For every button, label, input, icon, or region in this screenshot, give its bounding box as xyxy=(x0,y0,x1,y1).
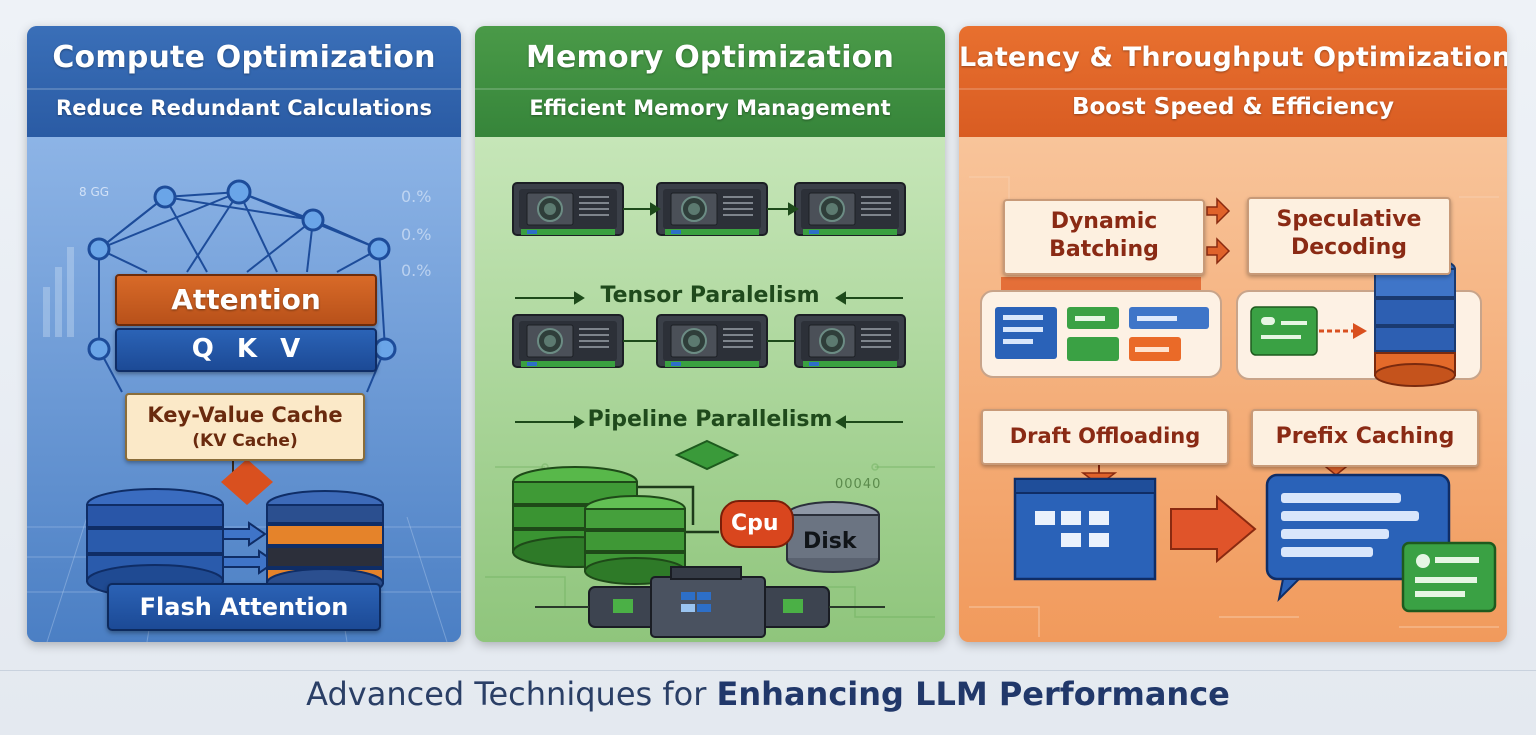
memory-panel-subtitle: Efficient Memory Management xyxy=(529,96,891,120)
latency-panel-title: Latency & Throughput Optimization xyxy=(959,42,1507,73)
qkv-label: Q K V xyxy=(191,334,301,364)
dynamic-batching-label-line2: Batching xyxy=(1049,237,1159,262)
bg-digits-label: 00040 xyxy=(835,477,882,492)
prefix-caching-label: Prefix Caching xyxy=(1275,424,1455,449)
server-device xyxy=(535,566,885,638)
dynamic-batching-label-line1: Dynamic xyxy=(1050,209,1158,234)
compute-optimization-panel: Compute Optimization Reduce Redundant Ca… xyxy=(27,26,461,642)
compute-panel-title: Compute Optimization xyxy=(52,40,436,75)
latency-optimization-panel: Latency & Throughput Optimization Boost … xyxy=(959,26,1507,642)
attention-label: Attention xyxy=(171,283,321,316)
footer-title-bold: Enhancing LLM Performance xyxy=(716,675,1230,713)
cpu-icon xyxy=(720,500,794,548)
prefix-caching-box: Prefix Caching xyxy=(1251,409,1479,467)
disk-label: Disk xyxy=(803,529,857,554)
offload-arrow xyxy=(1170,494,1257,564)
latency-panel-subtitle: Boost Speed & Efficiency xyxy=(1071,94,1395,120)
dynamic-batching-box: Dynamic Batching xyxy=(1003,199,1205,275)
tensor-parallelism-label: Tensor Paralelism xyxy=(600,283,820,308)
attention-box: Attention xyxy=(115,274,377,326)
draft-offloading-label: Draft Offloading xyxy=(1009,424,1201,448)
speculative-database xyxy=(1374,256,1456,387)
footer-title-plain: Advanced Techniques for xyxy=(306,675,717,713)
kv-cache-box: Key-Value Cache (KV Cache) xyxy=(125,393,365,461)
database-stack-left xyxy=(86,488,224,598)
gpu-row-tensor xyxy=(512,182,906,236)
arrow-connectors xyxy=(222,521,277,575)
speculative-decoding-label-line1: Speculative xyxy=(1276,207,1422,232)
speculative-decoding-label-line2: Decoding xyxy=(1290,235,1408,260)
memory-optimization-panel: Memory Optimization Efficient Memory Man… xyxy=(475,26,945,642)
cpu-label: Cpu xyxy=(731,511,779,536)
bg-percent-3: 0.% xyxy=(401,261,432,280)
kv-cache-label-line2: (KV Cache) xyxy=(192,431,298,451)
compute-panel-body: 8 GG 0.% 0.% 0.% Attention Q K V Key-Val… xyxy=(27,137,461,642)
speculative-token-block xyxy=(1250,306,1318,356)
batching-arrows xyxy=(1206,197,1231,265)
batch-blocks xyxy=(995,307,1209,361)
bg-percent-2: 0.% xyxy=(401,225,432,244)
speculative-decoding-box: Speculative Decoding xyxy=(1247,197,1451,275)
bg-label-8gg: 8 GG xyxy=(79,185,110,199)
gpu-row-pipeline xyxy=(512,314,906,368)
draft-server-box xyxy=(1013,477,1157,581)
bg-bar-decoration xyxy=(43,247,74,337)
flash-attention-label: Flash Attention xyxy=(139,593,349,621)
memory-panel-header: Memory Optimization Efficient Memory Man… xyxy=(475,26,945,137)
chat-bubble-icon xyxy=(1265,473,1497,613)
pipeline-parallelism-label: Pipeline Parallelism xyxy=(587,407,833,432)
disk-icon xyxy=(786,501,880,573)
kv-cache-label-line1: Key-Value Cache xyxy=(147,403,343,427)
memory-panel-title: Memory Optimization xyxy=(525,40,895,75)
compute-panel-header: Compute Optimization Reduce Redundant Ca… xyxy=(27,26,461,137)
bg-percent-1: 0.% xyxy=(401,187,432,206)
flash-attention-box: Flash Attention xyxy=(107,583,381,631)
green-diamond-connector xyxy=(674,439,740,471)
qkv-box: Q K V xyxy=(115,328,377,372)
tensor-arrows xyxy=(515,291,903,305)
network-nodes xyxy=(87,179,397,361)
memory-panel-body: Tensor Paralelism Pipeline Parallelism 0… xyxy=(475,137,945,642)
compute-panel-subtitle: Reduce Redundant Calculations xyxy=(56,96,432,120)
latency-panel-body: Dynamic Batching Speculative Decoding Dr… xyxy=(959,137,1507,642)
pipeline-arrows xyxy=(515,415,903,429)
footer-title: Advanced Techniques for Enhancing LLM Pe… xyxy=(0,670,1536,725)
draft-offloading-box: Draft Offloading xyxy=(981,409,1229,465)
database-stack-right xyxy=(266,490,384,598)
latency-panel-header: Latency & Throughput Optimization Boost … xyxy=(959,26,1507,137)
